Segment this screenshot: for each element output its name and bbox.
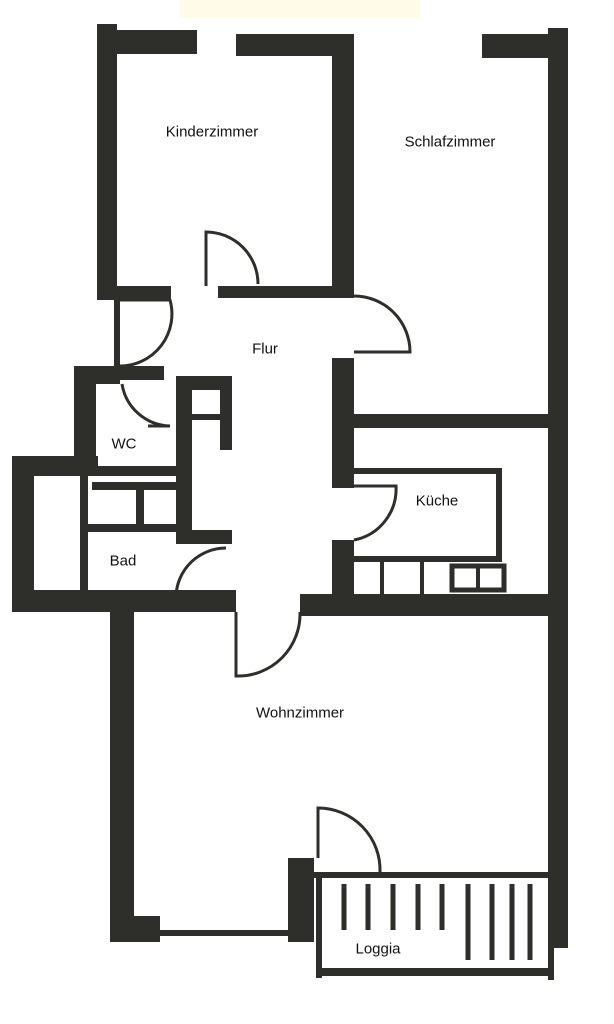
room-label-wc: WC — [111, 435, 137, 453]
room-label-bad: Bad — [109, 552, 137, 570]
room-label-flur: Flur — [252, 340, 278, 358]
scan-tint — [180, 0, 420, 18]
room-label-wohnzimmer: Wohnzimmer — [255, 704, 345, 722]
door-swings — [119, 230, 412, 873]
walls — [12, 24, 568, 980]
loggia-railing — [341, 884, 533, 960]
room-label-schlafzimmer: Schlafzimmer — [404, 133, 496, 151]
room-label-loggia: Loggia — [355, 940, 401, 958]
room-label-kinderzimmer: Kinderzimmer — [165, 123, 259, 141]
room-label-kueche: Küche — [415, 492, 459, 510]
